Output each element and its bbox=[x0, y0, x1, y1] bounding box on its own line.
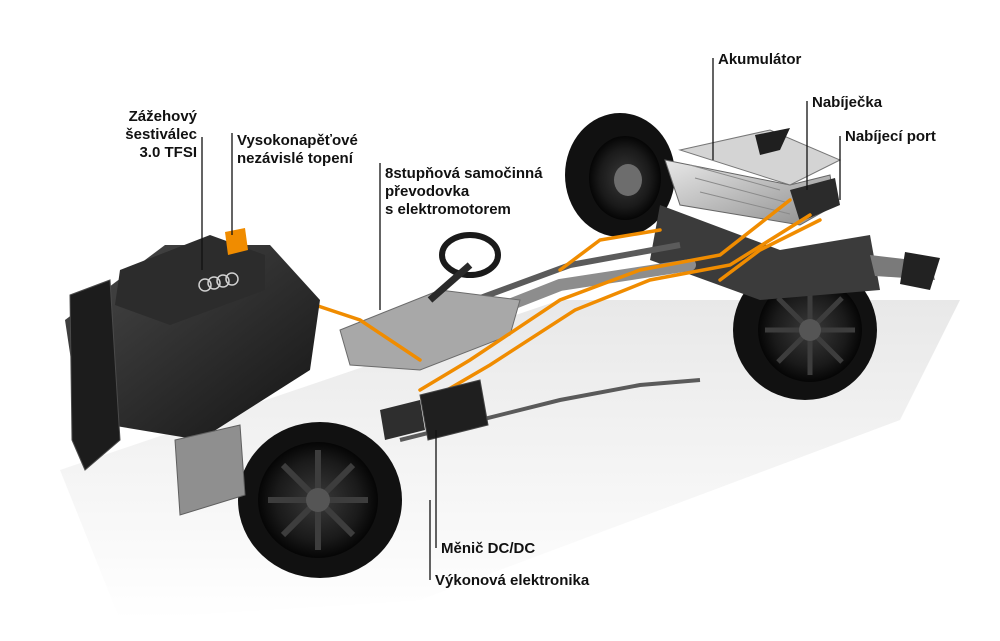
battery-pack bbox=[664, 129, 842, 226]
intercooler bbox=[174, 424, 246, 516]
steering-wheel bbox=[427, 232, 501, 303]
dcdc-converter bbox=[380, 400, 425, 440]
label-transmission: 8stupňová samočinná převodovka s elektro… bbox=[385, 165, 543, 219]
label-heater-line1: Vysokonapěťové bbox=[237, 132, 358, 149]
heater-unit bbox=[225, 228, 248, 255]
label-transmission-line2: převodovka bbox=[385, 183, 470, 200]
engine bbox=[65, 235, 320, 440]
audi-rings bbox=[198, 272, 239, 292]
label-transmission-line3: s elektromotorem bbox=[385, 201, 511, 218]
label-heater-line2: nezávislé topení bbox=[237, 150, 353, 167]
label-transmission-line1: 8stupňová samočinná bbox=[385, 165, 543, 182]
charger-unit bbox=[790, 178, 840, 222]
label-engine-line1: Zážehový bbox=[128, 108, 197, 125]
label-power-electronics: Výkonová elektronika bbox=[435, 572, 590, 589]
label-engine-line3: 3.0 TFSI bbox=[139, 144, 197, 161]
label-dcdc: Měnič DC/DC bbox=[441, 540, 536, 557]
rear-tailpipe bbox=[900, 252, 940, 290]
leader-lines bbox=[201, 58, 841, 580]
label-engine: Zážehový šestiválec 3.0 TFSI bbox=[105, 108, 197, 162]
label-charger: Nabíječka bbox=[812, 94, 883, 111]
front-left-wheel bbox=[238, 422, 402, 578]
label-battery: Akumulátor bbox=[718, 51, 802, 68]
spoiler-bracket bbox=[755, 128, 790, 155]
rear-left-wheel bbox=[565, 113, 675, 237]
rear-subframe bbox=[650, 205, 880, 300]
label-engine-line2: šestiválec bbox=[125, 126, 197, 143]
radiator bbox=[69, 279, 121, 471]
hv-cables bbox=[298, 198, 822, 402]
label-charging-port: Nabíjecí port bbox=[845, 128, 936, 145]
label-heater: Vysokonapěťové nezávislé topení bbox=[237, 132, 358, 168]
power-electronics bbox=[419, 379, 489, 441]
